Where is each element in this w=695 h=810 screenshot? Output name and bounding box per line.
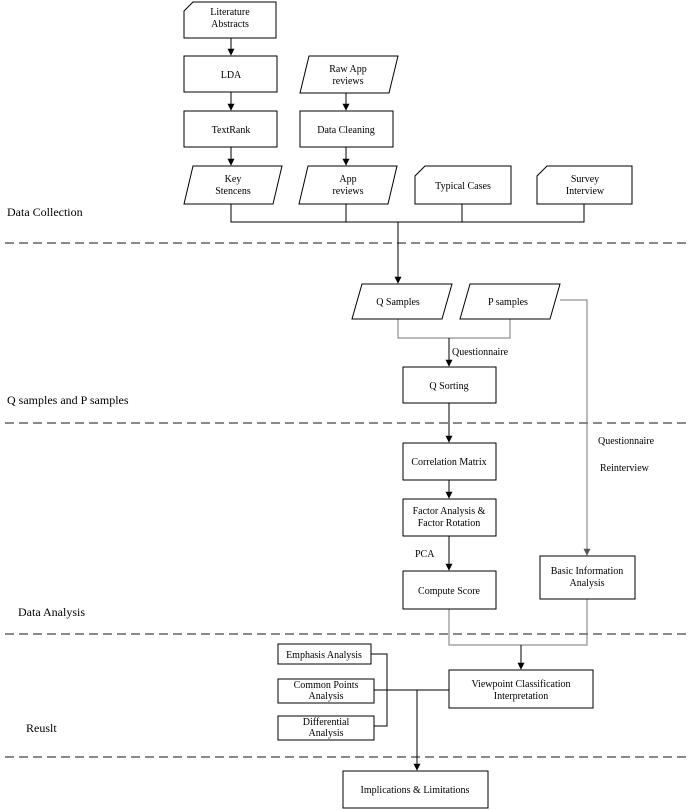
svg-text:Emphasis Analysis: Emphasis Analysis [286,650,362,661]
svg-text:TextRank: TextRank [212,125,251,136]
svg-text:Factor Analysis &Factor Rotati: Factor Analysis &Factor Rotation [413,506,486,529]
node-q-sorting: Q Sorting [402,366,497,404]
edge-label-questionnaire: Questionnaire [452,347,509,358]
section-label-result: Reuslt [26,721,57,735]
node-textrank: TextRank [183,110,278,148]
svg-text:P samples: P samples [488,297,528,308]
edge-collection-merge [230,204,585,223]
node-implications: Implications & Limitations [342,770,489,809]
svg-text:Typical Cases: Typical Cases [435,181,491,192]
node-q-samples: Q Samples [351,283,453,320]
svg-text:Implications & Limitations: Implications & Limitations [361,785,470,796]
edge-basic-viewpoint [521,599,588,646]
edge-samples-merge [397,319,511,339]
svg-text:Data Cleaning: Data Cleaning [317,125,374,136]
node-emphasis-analysis: Emphasis Analysis [277,643,372,665]
section-label-q-p-samples: Q samples and P samples [7,393,129,407]
svg-text:Correlation Matrix: Correlation Matrix [411,457,486,468]
node-lda: LDA [183,55,278,93]
svg-text:LDA: LDA [221,70,242,81]
node-correlation-matrix: Correlation Matrix [402,442,497,481]
node-data-cleaning: Data Cleaning [299,110,394,148]
svg-text:Compute Score: Compute Score [418,586,480,597]
node-typical-cases: Typical Cases [414,165,512,205]
edge-compute-viewpoint [448,609,521,646]
node-compute-score: Compute Score [402,570,497,610]
svg-text:Q Samples: Q Samples [376,297,420,308]
edge-label-pca: PCA [415,549,435,560]
edge-label-reinterview: Reinterview [600,463,650,474]
svg-text:Q Sorting: Q Sorting [429,381,468,392]
node-p-samples: P samples [459,283,561,320]
edge-p-basic [560,299,591,556]
section-label-data-analysis: Data Analysis [18,605,85,619]
node-factor-analysis: Factor Analysis &Factor Rotation [402,498,497,537]
section-label-data-collection: Data Collection [7,205,83,219]
edge-label-questionnaire-right: Questionnaire [598,436,655,447]
